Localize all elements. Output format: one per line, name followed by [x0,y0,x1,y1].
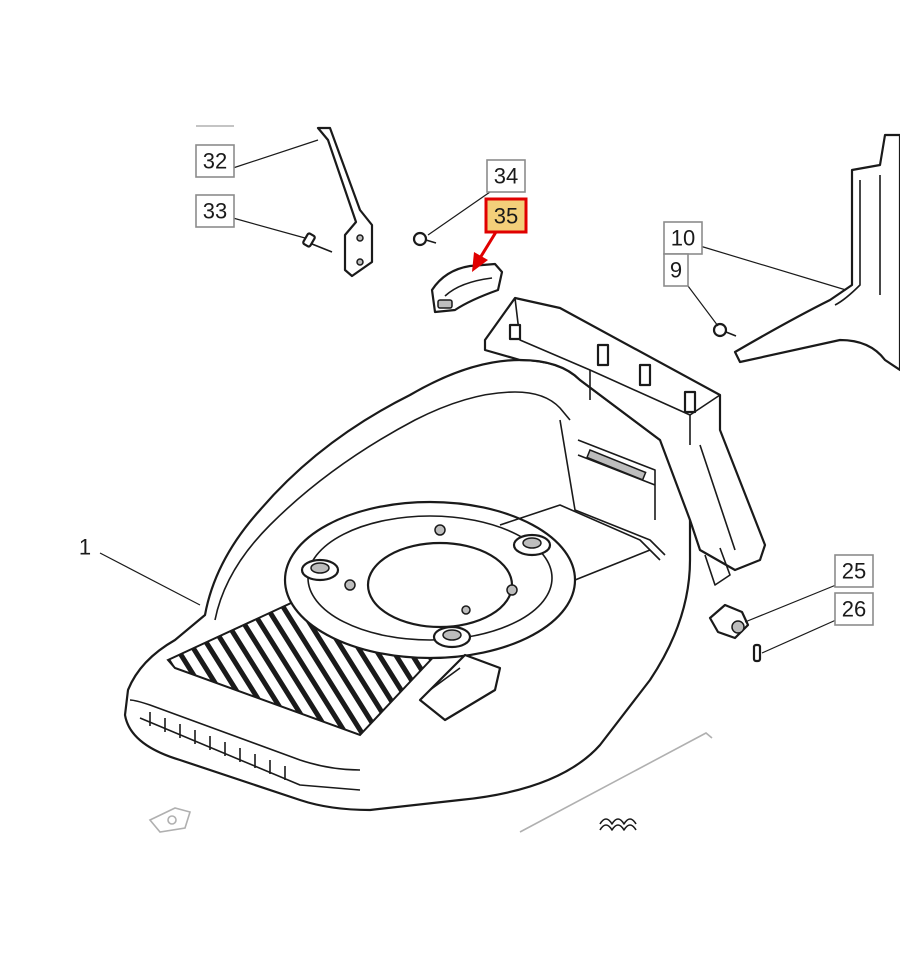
handle-rod [316,126,374,278]
partial-rod [519,732,713,833]
label-26-text: 26 [842,597,866,622]
mower-deck [123,296,767,812]
label-33: 33 [195,194,235,228]
label-33-text: 33 [203,199,227,224]
label-9-text: 9 [670,258,682,283]
label-25-text: 25 [842,559,866,584]
leader-lines [99,139,847,654]
label-1-text: 1 [79,535,91,560]
label-35-text: 35 [494,204,518,229]
partial-lever [148,807,192,833]
label-10-text: 10 [671,226,695,251]
partial-spring [599,818,637,831]
label-34: 34 [486,159,526,193]
label-35-highlighted[interactable]: 35 [484,197,528,234]
label-9: 9 [663,253,689,287]
highlight-arrow [472,231,498,272]
label-25: 25 [834,554,874,588]
screw-33 [302,232,333,253]
upper-handle-bracket [733,133,900,372]
screw-9 [712,322,737,338]
clip-35 [430,262,504,314]
mount-bosses [300,524,552,649]
bumper-slots [149,712,286,780]
label-32: 32 [195,144,235,178]
wheel-pin-25 [708,603,750,640]
label-26: 26 [834,592,874,626]
label-32-text: 32 [203,149,227,174]
label-34-text: 34 [494,164,518,189]
label-10: 10 [663,221,703,255]
screw-26 [752,643,762,663]
label-1: 1 [79,535,91,560]
bolt-34 [412,231,437,247]
housing-posts [508,323,697,414]
